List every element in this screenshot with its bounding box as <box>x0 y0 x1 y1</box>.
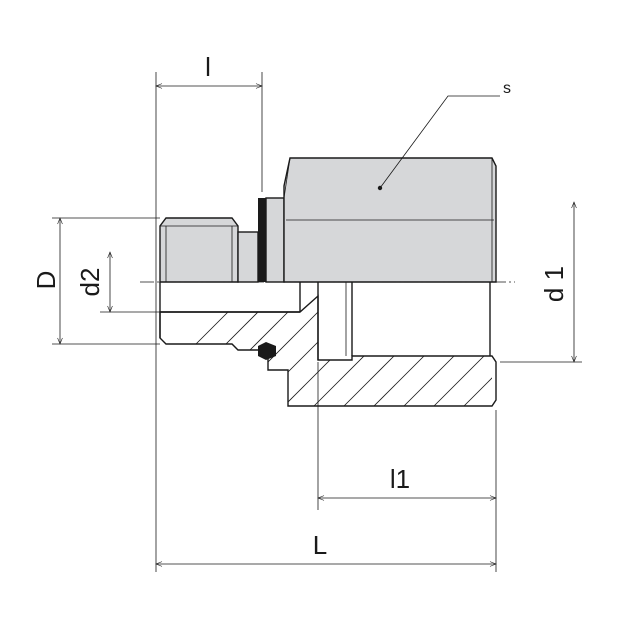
label-D: D <box>31 271 61 290</box>
label-l1: l1 <box>390 464 410 494</box>
hex-chamfer-left <box>283 157 291 199</box>
seal-ring <box>258 198 266 282</box>
collar <box>265 197 285 283</box>
male-thread-stub <box>159 217 239 283</box>
fitting-body <box>159 157 497 407</box>
dimension-lines <box>57 83 577 567</box>
label-L: L <box>313 530 327 560</box>
label-l: l <box>205 52 211 82</box>
leader-s <box>377 95 500 191</box>
label-d2: d2 <box>75 268 105 297</box>
undercut-neck <box>237 231 259 283</box>
seal-section <box>258 342 276 360</box>
label-d1: d 1 <box>539 266 569 302</box>
extension-lines <box>52 72 582 572</box>
label-s: s <box>503 80 511 97</box>
